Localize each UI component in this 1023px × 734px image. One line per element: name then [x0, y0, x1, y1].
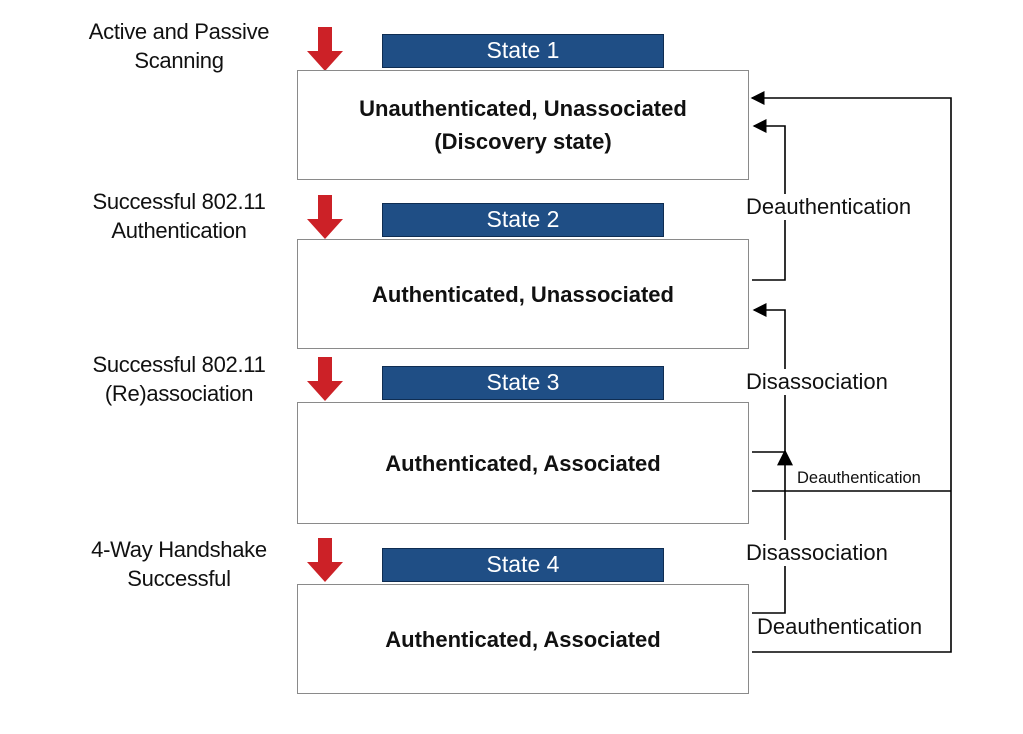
disassociation-label: Disassociation	[744, 369, 890, 395]
state-box-1: Unauthenticated, Unassociated (Discovery…	[297, 70, 749, 180]
transition-label-association: Successful 802.11 (Re)association	[92, 352, 266, 406]
disassociation-label: Disassociation	[744, 540, 890, 566]
down-arrow-icon	[307, 538, 343, 582]
deauthentication-label: Deauthentication	[744, 194, 914, 220]
state-description: Unauthenticated, Unassociated	[359, 96, 687, 121]
deauth-return-line-outer	[750, 91, 952, 653]
disassoc-return-line-state4	[752, 449, 793, 614]
state-box-4: Authenticated, Associated	[297, 584, 749, 694]
state-box-3: Authenticated, Associated	[297, 402, 749, 524]
down-arrow-icon	[307, 357, 343, 401]
state-description: (Discovery state)	[434, 129, 612, 154]
down-arrow-icon	[307, 195, 343, 239]
transition-label-authentication: Successful 802.11 Authentication	[92, 189, 266, 243]
state-description: Authenticated, Associated	[385, 626, 661, 652]
down-arrow-icon	[307, 27, 343, 71]
state-box-2: Authenticated, Unassociated	[297, 239, 749, 349]
state-header-3: State 3	[382, 366, 664, 400]
transition-label-scanning: Active and Passive Scanning	[88, 19, 270, 73]
state-header-2: State 2	[382, 203, 664, 237]
deauthentication-label-small: Deauthentication	[795, 468, 923, 488]
state-description: Authenticated, Unassociated	[372, 281, 674, 307]
deauthentication-label: Deauthentication	[755, 614, 925, 640]
state-description: Authenticated, Associated	[385, 450, 661, 476]
state-header-1: State 1	[382, 34, 664, 68]
transition-label-handshake: 4-Way Handshake Successful	[91, 537, 267, 591]
state-header-4: State 4	[382, 548, 664, 582]
